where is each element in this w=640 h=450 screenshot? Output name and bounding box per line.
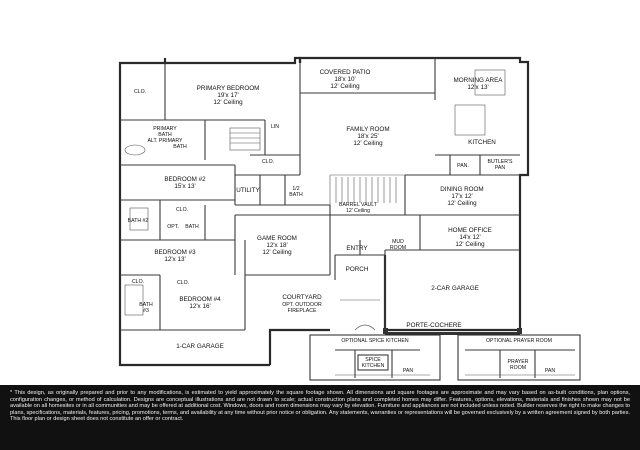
home-office-ceiling: 12' Ceiling xyxy=(455,241,485,248)
two-car-garage-name: 2-CAR GARAGE xyxy=(431,285,479,292)
porte-cochere-beam xyxy=(383,328,522,335)
home-office-name: HOME OFFICE xyxy=(448,227,492,234)
covered-patio-size: 18'x 10' xyxy=(334,76,355,83)
family-room-name: FAMILY ROOM xyxy=(346,126,389,133)
mud-room-label: ROOM xyxy=(390,245,406,251)
bedroom-3-size: 12'x 13' xyxy=(164,256,185,263)
prayer-room-title: OPTIONAL PRAYER ROOM xyxy=(486,338,552,344)
bedroom-4-name: BEDROOM #4 xyxy=(179,296,221,303)
bath-2-label: BATH #2 xyxy=(128,218,149,224)
bath-label-2: BATH xyxy=(173,144,187,150)
family-room-size: 18'x 25' xyxy=(357,133,378,140)
covered-patio-ceiling: 12' Ceiling xyxy=(330,83,360,90)
bedroom-2-size: 15'x 13' xyxy=(174,183,195,190)
kitchen-name: KITCHEN xyxy=(468,139,496,146)
spice-pan-label: PAN xyxy=(403,368,414,374)
stairs xyxy=(229,127,261,151)
spice-kitchen-label: KITCHEN xyxy=(362,363,385,369)
prayer-pan-label: PAN xyxy=(545,368,556,374)
morning-area-name: MORNING AREA xyxy=(454,77,504,84)
clo-label-3: CLO. xyxy=(176,207,188,213)
spice-label: SPICE xyxy=(365,357,381,363)
bedroom-3-name: BEDROOM #3 xyxy=(154,249,196,256)
bath-label-1: BATH xyxy=(158,132,172,138)
interior-walls xyxy=(120,58,520,331)
primary-bedroom-name: PRIMARY BEDROOM xyxy=(197,85,260,92)
half-bath-label: BATH xyxy=(289,192,303,198)
optional-spice-kitchen-panel: OPTIONAL SPICE KITCHEN SPICE KITCHEN PAN xyxy=(309,334,441,381)
optional-prayer-room-panel: OPTIONAL PRAYER ROOM PRAYER ROOM PAN xyxy=(457,334,581,381)
one-car-garage-name: 1-CAR GARAGE xyxy=(176,343,224,350)
pan-label: PAN. xyxy=(457,163,469,169)
barrel-vault-name: BARREL VAULT xyxy=(339,202,378,208)
butlers-pan-label: PAN xyxy=(495,165,506,171)
clo-label-1: CLO. xyxy=(134,89,146,95)
clo-label-2: CLO. xyxy=(262,159,274,165)
spice-kitchen-title: OPTIONAL SPICE KITCHEN xyxy=(341,338,409,344)
mud-label: MUD xyxy=(392,239,404,245)
bath-label-4: BATH xyxy=(139,302,153,308)
courtyard-note-2: FIREPLACE xyxy=(288,308,317,314)
game-room-ceiling: 12' Ceiling xyxy=(262,249,292,256)
game-room-size: 12'x 18' xyxy=(266,242,287,249)
barrel-vault-ceiling: 12' Ceiling xyxy=(346,208,370,214)
utility-label: UTILITY xyxy=(236,187,260,194)
primary-bath-label: PRIMARY xyxy=(153,126,177,132)
porte-cochere-name: PORTE-COCHERE xyxy=(406,322,461,329)
prayer-room-label: ROOM xyxy=(510,365,526,371)
primary-bedroom-size: 19'x 17' xyxy=(217,92,238,99)
opt-label: OPT. xyxy=(167,224,179,230)
entry-label: ENTRY xyxy=(346,245,368,252)
porch-label: PORCH xyxy=(346,266,369,273)
disclaimer-bar: * This design, as originally prepared an… xyxy=(0,385,640,450)
bath-label-3: BATH xyxy=(185,224,199,230)
fixtures xyxy=(124,69,506,331)
primary-bedroom-ceiling: 12' Ceiling xyxy=(213,99,243,106)
half-bath-num: 1/2 xyxy=(292,186,299,192)
game-room-name: GAME ROOM xyxy=(257,235,297,242)
prayer-label: PRAYER xyxy=(508,359,529,365)
butlers-label: BUTLER'S xyxy=(488,159,513,165)
courtyard-name: COURTYARD xyxy=(282,294,322,301)
barrel-vault-stripes xyxy=(335,177,397,203)
dining-room-name: DINING ROOM xyxy=(440,186,483,193)
bedroom-2-name: BEDROOM #2 xyxy=(164,176,206,183)
disclaimer-text: * This design, as originally prepared an… xyxy=(10,390,630,422)
home-office-size: 14'x 12' xyxy=(459,234,480,241)
lin-label: LIN xyxy=(271,124,279,130)
covered-patio-name: COVERED PATIO xyxy=(320,69,371,76)
clo-label-5: CLO. xyxy=(132,279,144,285)
floor-plan: PRIMARY BEDROOM 19'x 17' 12' Ceiling COV… xyxy=(118,56,581,381)
dining-room-size: 17'x 12' xyxy=(451,193,472,200)
bath-3-num: #3 xyxy=(143,308,149,314)
morning-area-size: 12'x 13' xyxy=(467,84,488,91)
alt-primary-label: ALT. PRIMARY xyxy=(148,138,184,144)
courtyard-note-1: OPT. OUTDOOR xyxy=(282,302,322,308)
bedroom-4-size: 12'x 16' xyxy=(189,303,210,310)
clo-label-4: CLO. xyxy=(177,280,189,286)
dining-room-ceiling: 12' Ceiling xyxy=(447,200,477,207)
family-room-ceiling: 12' Ceiling xyxy=(353,140,383,147)
